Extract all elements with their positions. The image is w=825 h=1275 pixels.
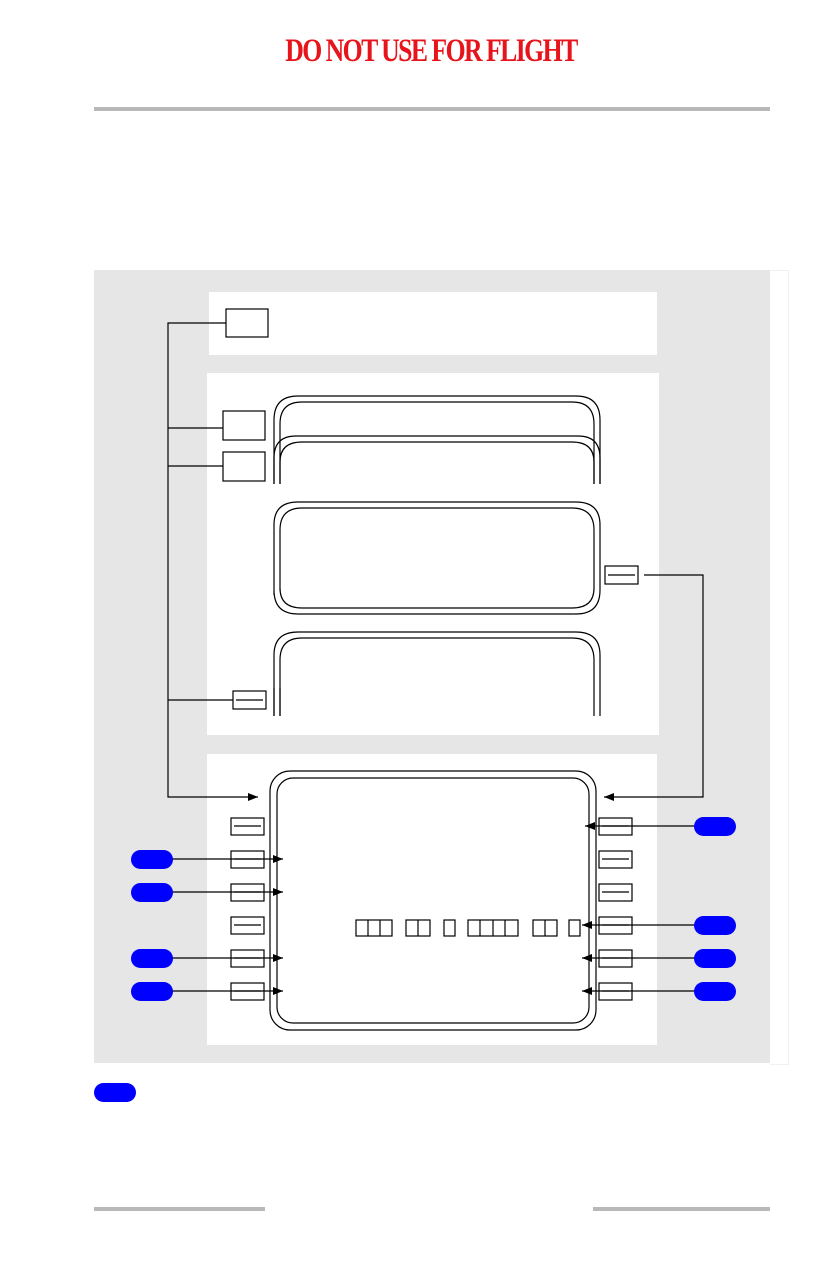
right-field-box — [604, 565, 639, 585]
do-not-use-for-flight-banner: DO NOT USE FOR FLIGHT — [285, 33, 578, 69]
cdu-screen-outer — [269, 770, 597, 1031]
top-panel — [209, 292, 657, 355]
header-rule — [94, 107, 770, 111]
legend-callout — [94, 1083, 136, 1102]
page-outline-2 — [273, 435, 601, 484]
left-lsk-group — [230, 817, 265, 1001]
figure-edge — [770, 270, 789, 1065]
cdu-screen-inner — [276, 777, 590, 1024]
screen-character-cells — [355, 919, 581, 937]
left-bracket-line — [167, 322, 258, 801]
middle-panel — [207, 373, 659, 735]
top-field-box — [225, 308, 269, 338]
callout-left-5 — [131, 949, 173, 968]
callout-right-4 — [694, 916, 736, 935]
right-lsk-group — [598, 817, 633, 1001]
footer-rule-right — [593, 1207, 770, 1211]
callout-right-6 — [694, 982, 736, 1001]
page-outline-1 — [273, 395, 601, 484]
cdu-panel — [207, 754, 657, 1045]
callout-left-6 — [131, 982, 173, 1001]
mid-field-box-3 — [232, 690, 267, 710]
footer-rule-left — [94, 1207, 265, 1211]
right-bracket-line — [604, 574, 704, 801]
callout-right-5 — [694, 949, 736, 968]
page-outline-3 — [273, 501, 601, 615]
callout-right-1 — [694, 817, 736, 836]
callout-left-3 — [131, 883, 173, 902]
page-outline-4 — [273, 631, 601, 716]
mid-field-box-2 — [222, 451, 266, 482]
mid-field-box-1 — [222, 410, 266, 441]
callout-left-2 — [131, 850, 173, 869]
